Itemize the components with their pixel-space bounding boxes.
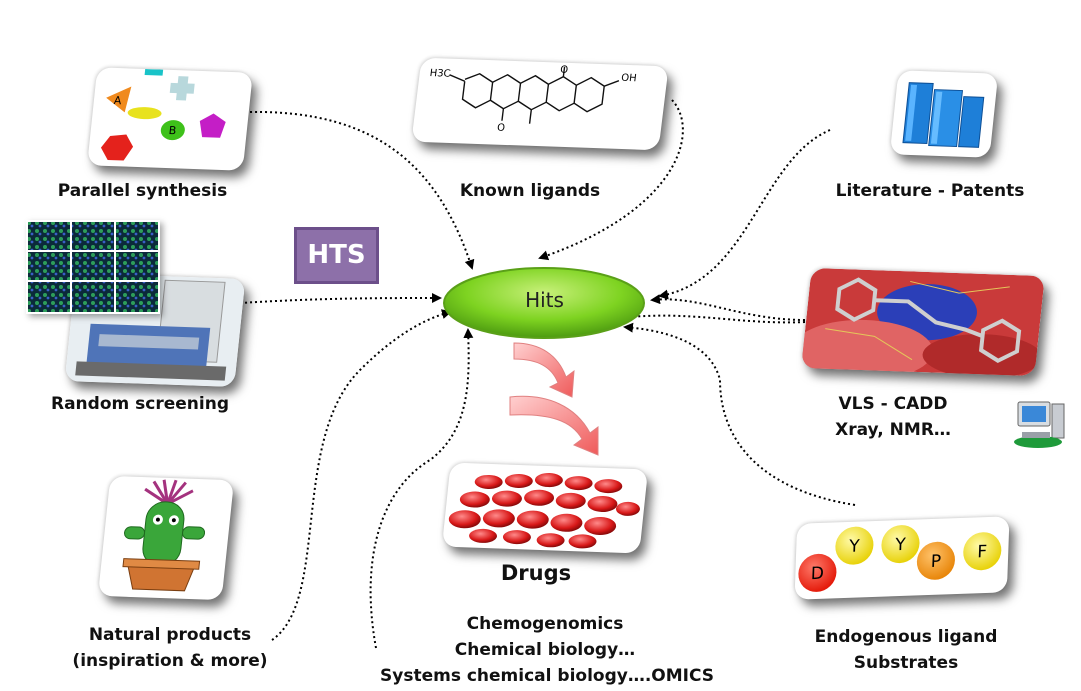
random-screening-label: Random screening	[51, 394, 229, 414]
known-ligands-tile: H3C O O OH	[411, 57, 669, 151]
arrow-random-screening	[239, 293, 442, 304]
hits-label: Hits	[525, 288, 564, 312]
residue-y2: Y	[894, 535, 907, 555]
arrow-vls-2	[618, 312, 806, 324]
drugs-line3: Systems chemical biology….OMICS	[380, 666, 715, 686]
mol-label-h3c: H3C	[429, 68, 451, 80]
vls-cadd-label: VLS - CADD Xray, NMR…	[818, 391, 968, 443]
vls-cadd-line2: Xray, NMR…	[835, 420, 951, 440]
arrow-natural-products	[271, 309, 452, 641]
residue-f: F	[977, 542, 988, 562]
arrow-parallel-synthesis	[249, 110, 475, 270]
arrow-systems-biology	[369, 328, 474, 649]
endogenous-ligand-tile: D Y Y P F	[794, 516, 1010, 600]
vls-cadd-tile	[801, 267, 1045, 377]
drugs-title: Drugs	[500, 561, 572, 585]
natural-products-line2: (inspiration & more)	[72, 651, 268, 671]
arrow-vls	[650, 294, 806, 321]
parallel-synthesis-label: Parallel synthesis	[57, 181, 228, 201]
protein-surface-icon	[801, 267, 1045, 377]
endogenous-line2: Substrates	[853, 653, 959, 673]
residue-p: P	[930, 552, 941, 572]
arrow-known-ligands	[538, 99, 684, 261]
flow-arrows-icon	[509, 342, 599, 456]
vls-cadd-line1: VLS - CADD	[838, 394, 948, 414]
mol-label-oh: OH	[621, 73, 638, 85]
drugs-line1: Chemogenomics	[466, 614, 624, 634]
endogenous-ligand-label: Endogenous ligand Substrates	[806, 624, 1006, 676]
natural-products-line1: Natural products	[88, 625, 252, 645]
shapes-icon: A B	[100, 68, 226, 161]
drugs-tile	[441, 462, 649, 554]
arrow-endogenous	[623, 322, 856, 506]
endogenous-line1: Endogenous ligand	[814, 627, 998, 647]
computer-icon	[1014, 401, 1065, 448]
mol-label-o1: O	[559, 65, 568, 76]
hts-badge: HTS	[294, 227, 379, 284]
drugs-line2: Chemical biology…	[454, 640, 636, 660]
residue-d: D	[810, 564, 824, 584]
hits-ellipse	[443, 267, 645, 339]
shape-letter-b: B	[168, 124, 177, 137]
drugs-subtitle: Chemogenomics Chemical biology… Systems …	[380, 611, 715, 689]
literature-tile	[889, 70, 999, 158]
books-icon	[902, 82, 985, 148]
residue-y1: Y	[848, 537, 861, 557]
known-ligands-label: Known ligands	[459, 181, 601, 201]
mol-label-o2: O	[496, 123, 505, 134]
shape-letter-a: A	[113, 94, 122, 107]
natural-products-tile	[97, 475, 235, 601]
pills-icon	[448, 473, 640, 549]
molecule-structure-icon: H3C O O OH	[429, 65, 638, 134]
arrow-literature	[658, 129, 831, 300]
parallel-synthesis-tile: A B	[87, 67, 253, 171]
natural-products-label: Natural products (inspiration & more)	[70, 622, 270, 674]
amino-acid-chain-icon: D Y Y P F	[798, 525, 1002, 592]
cactus-icon	[122, 479, 206, 592]
microscopy-grid	[26, 220, 160, 314]
literature-label: Literature - Patents	[835, 181, 1025, 201]
